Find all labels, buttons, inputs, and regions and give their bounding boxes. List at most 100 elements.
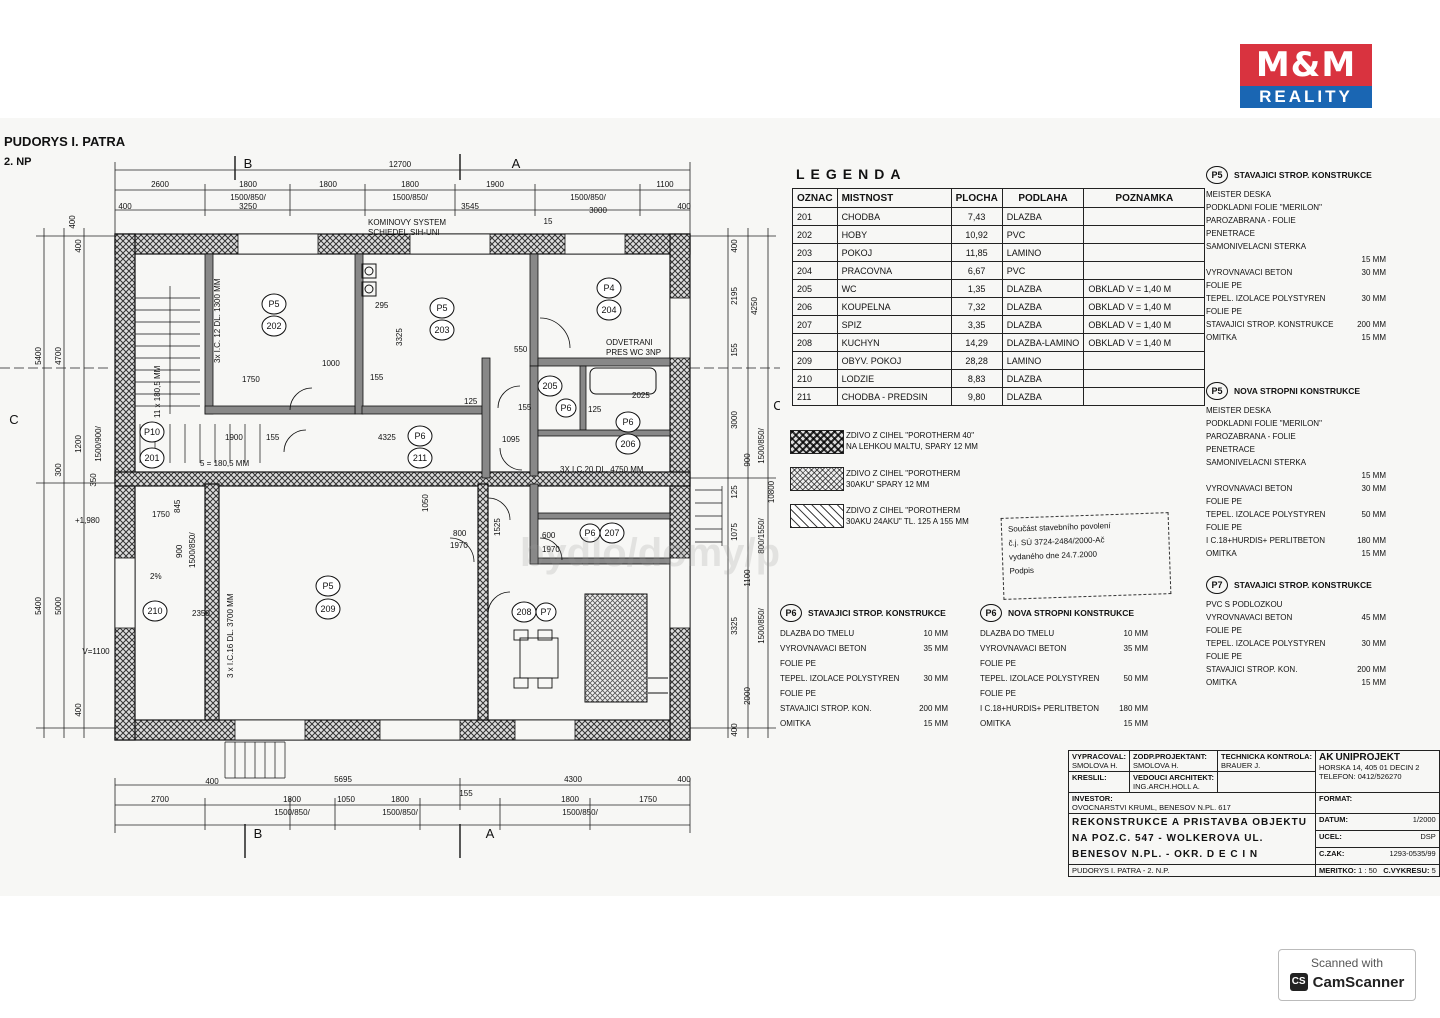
section-mark-b-bottom: B <box>254 826 263 841</box>
legend-cell: 7,43 <box>950 207 1003 226</box>
legend-cell: DLAZBA <box>1001 387 1085 406</box>
dim-top: 1800 <box>319 180 337 189</box>
legend-cell: DLAZBA <box>1001 315 1085 334</box>
dim-label: 1095 <box>502 435 520 444</box>
dim-left: 1200 <box>74 435 83 453</box>
material-swatch-porotherm30aku <box>790 467 844 491</box>
legend-cell: 206 <box>792 297 838 316</box>
room-number-211: 211 <box>413 453 427 463</box>
construction-title: NOVA STROPNI KONSTRUKCE <box>1008 607 1135 618</box>
legend-cell <box>1083 225 1206 244</box>
construction-title: STAVAJICI STROP. KONSTRUKCE <box>808 607 946 618</box>
legend-col-plocha: PLOCHA <box>950 188 1003 208</box>
dim-left: 5400 <box>34 347 43 365</box>
level-mark: +1,980 <box>75 516 100 525</box>
legend-header-row: OZNAC MISTNOST PLOCHA PODLAHA POZNAMKA <box>792 188 1206 208</box>
legend-col-mistnost: MISTNOST <box>836 188 952 208</box>
dim-top: 1100 <box>656 180 674 189</box>
section-mark-c-left: C <box>9 412 18 427</box>
legend-cell <box>1083 387 1206 406</box>
legend-cell: 10,92 <box>950 225 1003 244</box>
construction-layer: PODKLADNI FOLIE "MERILON" <box>1206 419 1322 428</box>
room-number-204: 204 <box>601 305 616 315</box>
dim-bottom: 1800 <box>283 795 301 804</box>
dim-top: 1800 <box>401 180 419 189</box>
kitchen-island <box>584 593 648 703</box>
dim-top: 15 <box>544 217 553 226</box>
dim-right: 1100 <box>743 569 752 587</box>
tb-project: REKONSTRUKCE A PRISTAVBA OBJEKTU NA POZ.… <box>1068 813 1316 865</box>
room-number-208: 208 <box>516 607 531 617</box>
legend-cell: HOBY <box>836 225 952 244</box>
scanner-brand: CS CamScanner <box>1279 973 1415 991</box>
dim-right: 400 <box>730 239 739 253</box>
dim-right: 3000 <box>730 411 739 429</box>
dim-top: 1500/850/ <box>230 193 266 202</box>
tb-zodp: ZODP.PROJEKTANT:SMOLOVA H. <box>1129 750 1219 772</box>
dim-top: 3000 <box>589 206 607 215</box>
legend-cell: SPIZ <box>836 315 952 334</box>
room-code-202: P5 <box>268 299 279 309</box>
dim-top: 400 <box>677 202 691 211</box>
dim-top: 1900 <box>486 180 504 189</box>
tb-drawing: PUDORYS I. PATRA - 2. N.P. <box>1068 864 1316 877</box>
legend-cell: LAMINO <box>1001 351 1085 370</box>
tb-datum: DATUM: 1/2000 <box>1314 813 1440 831</box>
legend-col-poznamka: POZNAMKA <box>1083 188 1206 208</box>
dim-left: 350 <box>89 473 98 487</box>
legend-cell: 8,83 <box>950 369 1003 388</box>
room-code-208: P7 <box>540 607 551 617</box>
legend-cell: PVC <box>1001 261 1085 280</box>
camscanner-icon: CS <box>1289 973 1308 991</box>
chimney-label: KOMINOVY SYSTEM <box>368 218 446 227</box>
construction-layer: 15 MM <box>1361 255 1386 264</box>
dim-bottom: 1500/850/ <box>382 808 418 817</box>
dim-label: 845 <box>173 499 182 513</box>
legend-cell: CHODBA - PREDSIN <box>836 387 952 406</box>
dim-label: 1750 <box>242 375 260 384</box>
dim-label: 1750 <box>152 510 170 519</box>
dim-label: 125 <box>464 397 478 406</box>
legend-cell: 14,29 <box>950 333 1003 352</box>
legend-table: OZNAC MISTNOST PLOCHA PODLAHA POZNAMKA 2… <box>792 188 1206 406</box>
dim-right: 155 <box>730 343 739 357</box>
dim-label: 1970 <box>542 545 560 554</box>
legend-cell: 11,85 <box>950 243 1003 262</box>
mm-reality-logo[interactable]: M&M REALITY <box>1240 44 1372 108</box>
beam-label: 3X I.C.20 DL. 4750 MM <box>560 465 644 474</box>
legend-title: LEGENDA <box>796 166 907 182</box>
chimney-label: SCHIEDEL SIH-UNI <box>368 228 440 237</box>
construction-code: P5 <box>1206 382 1228 400</box>
camscanner-badge[interactable]: Scanned with CS CamScanner <box>1278 949 1416 1001</box>
tb-format: FORMAT: <box>1314 792 1440 814</box>
legend-cell: 202 <box>792 225 838 244</box>
room-number-207: 207 <box>604 528 619 538</box>
dim-total-width: 12700 <box>389 160 412 169</box>
legend-cell <box>1083 207 1206 226</box>
construction-layer: SAMONIVELACNI STERKA <box>1206 242 1307 251</box>
dim-right: 1075 <box>730 523 739 541</box>
plan-subtitle: 2. NP <box>4 156 32 168</box>
section-mark-b-top: B <box>244 156 253 171</box>
tb-kreslil: KRESLIL: <box>1067 771 1131 793</box>
construction-layer: STAVAJICI STROP. KON.200 MM <box>780 704 948 713</box>
legend-cell: 201 <box>792 207 838 226</box>
legend-cell <box>1083 243 1206 262</box>
tb-investor: INVESTOR:OVOCNARSTVI KRUML, BENESOV N.PL… <box>1068 792 1316 814</box>
dim-label: 900 <box>175 544 184 558</box>
dim-label: 1970 <box>450 541 468 550</box>
dim-right: 800/1550/ <box>757 517 766 553</box>
material-label: ZDIVO Z CIHEL "POROTHERM 40" NA LEHKOU M… <box>846 431 978 451</box>
dim-top: 2600 <box>151 180 169 189</box>
